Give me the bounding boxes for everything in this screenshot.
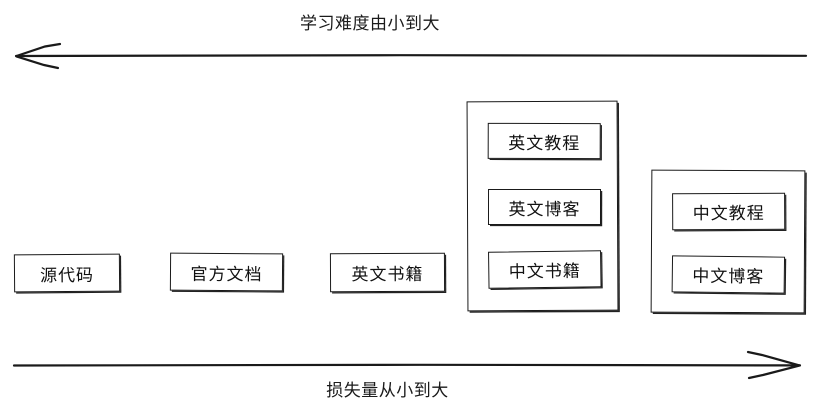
node-label: 英文书籍 [351,264,424,286]
node-english-blog[interactable]: 英文博客 [487,188,602,226]
node-label: 中文教程 [692,203,765,225]
node-chinese-books[interactable]: 中文书籍 [488,250,602,289]
top-axis-arrow [14,42,808,70]
node-label: 中文博客 [692,266,765,288]
node-english-tutorial[interactable]: 英文教程 [487,122,601,160]
node-label: 中文书籍 [508,261,581,283]
node-label: 官方文档 [190,264,263,285]
node-official-docs[interactable]: 官方文档 [169,252,284,292]
node-label: 英文教程 [508,133,581,154]
group-english-mixed: 英文教程 英文博客 中文书籍 [466,100,619,312]
node-chinese-tutorial[interactable]: 中文教程 [672,192,786,231]
group-chinese: 中文教程 中文博客 [650,169,806,314]
node-label: 源代码 [39,265,95,286]
node-chinese-blog[interactable]: 中文博客 [671,255,786,294]
node-source-code[interactable]: 源代码 [13,253,121,293]
node-label: 英文博客 [508,199,581,220]
node-english-books[interactable]: 英文书籍 [329,252,446,293]
bottom-axis-label: 损失量从小到大 [326,381,449,401]
top-axis-label: 学习难度由小到大 [300,14,440,34]
